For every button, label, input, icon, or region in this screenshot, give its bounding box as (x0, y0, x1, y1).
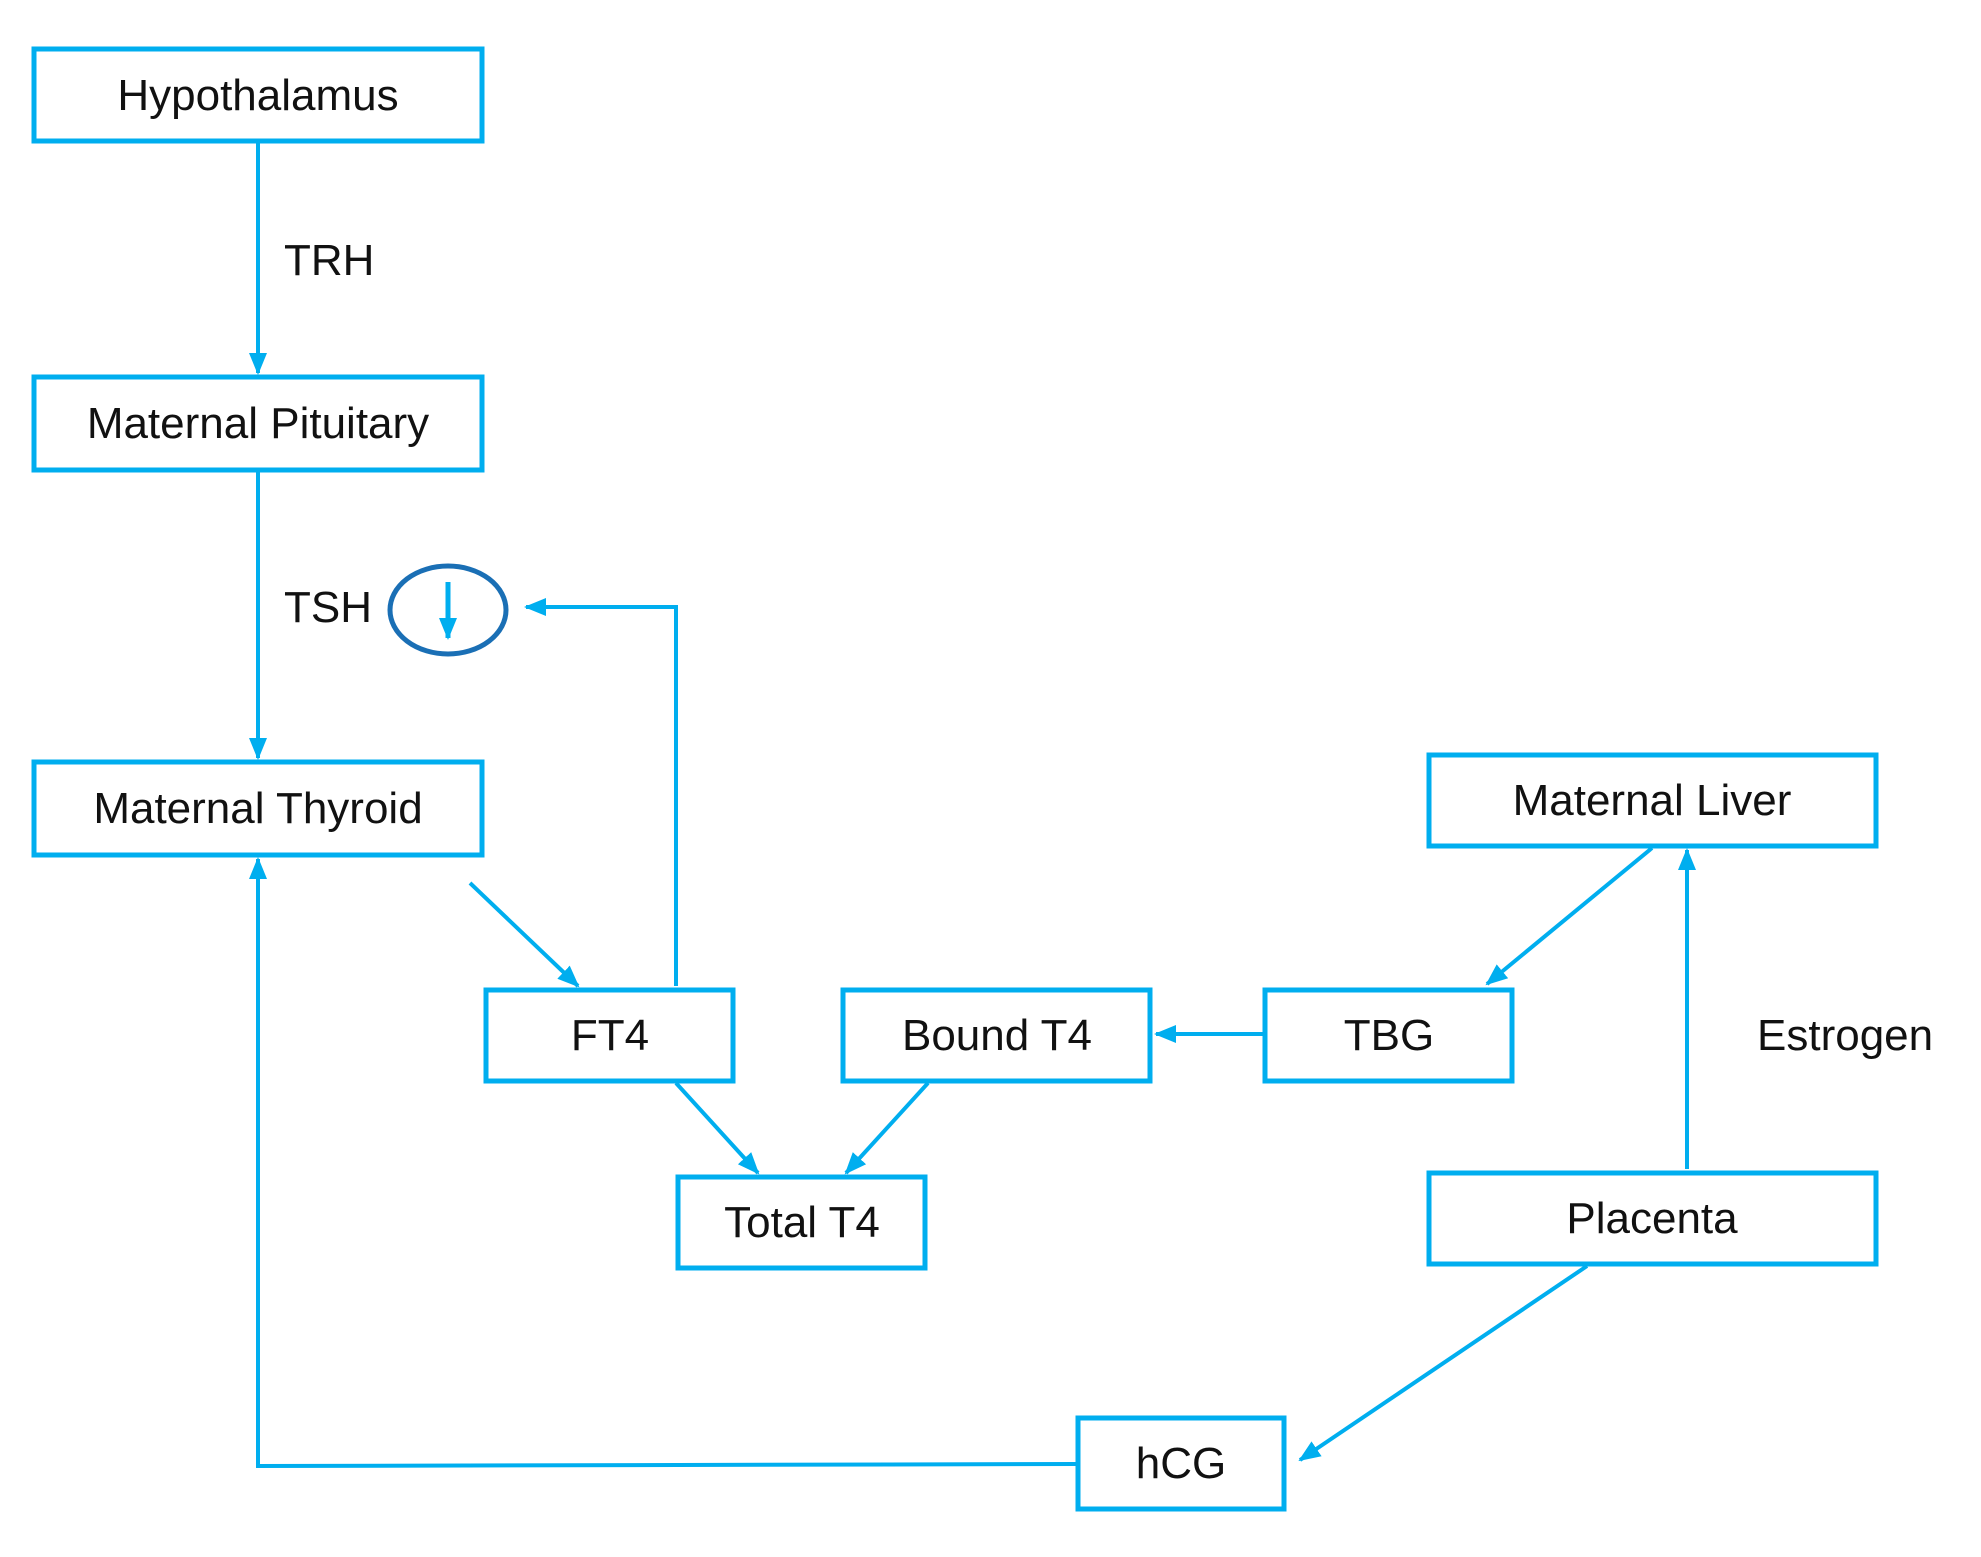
node-label: Hypothalamus (117, 71, 398, 120)
edge-liver-to-tbg (1485, 846, 1654, 986)
edge-thyroid-to-ft4 (468, 881, 580, 988)
node-label: Maternal Liver (1513, 776, 1792, 825)
node-ft4: FT4 (483, 987, 736, 1084)
node-label: Maternal Thyroid (93, 784, 422, 833)
node-label: hCG (1136, 1439, 1226, 1488)
edge-ft4-to-total-t4 (674, 1081, 760, 1175)
node-placenta: Placenta (1426, 1170, 1879, 1267)
node-maternal-pituitary: Maternal Pituitary (31, 374, 485, 473)
node-label: Placenta (1566, 1194, 1738, 1243)
node-hypothalamus: Hypothalamus (31, 46, 485, 144)
node-label: Maternal Pituitary (87, 399, 429, 448)
trh-label: TRH (284, 236, 374, 285)
edge-ft4-feedback-to-tsh (524, 598, 678, 986)
circle-icon (387, 563, 509, 657)
node-bound-t4: Bound T4 (840, 987, 1153, 1084)
tsh-label: TSH (284, 583, 372, 632)
tsh-decrease-indicator (387, 563, 509, 657)
node-maternal-liver: Maternal Liver (1426, 752, 1879, 849)
edge-placenta-to-hcg (1298, 1264, 1589, 1462)
node-label: Total T4 (724, 1198, 880, 1247)
node-label: FT4 (571, 1011, 649, 1060)
edge-hcg-to-thyroid (249, 857, 1077, 1469)
node-tbg: TBG (1262, 987, 1515, 1084)
edges (249, 143, 1696, 1469)
estrogen-label: Estrogen (1757, 1011, 1933, 1060)
node-label: Bound T4 (902, 1011, 1092, 1060)
edge-bound-t4-to-total-t4 (844, 1081, 930, 1175)
node-hcg: hCG (1075, 1415, 1287, 1512)
node-total-t4: Total T4 (675, 1174, 928, 1271)
node-label: TBG (1344, 1011, 1434, 1060)
node-maternal-thyroid: Maternal Thyroid (31, 759, 485, 858)
